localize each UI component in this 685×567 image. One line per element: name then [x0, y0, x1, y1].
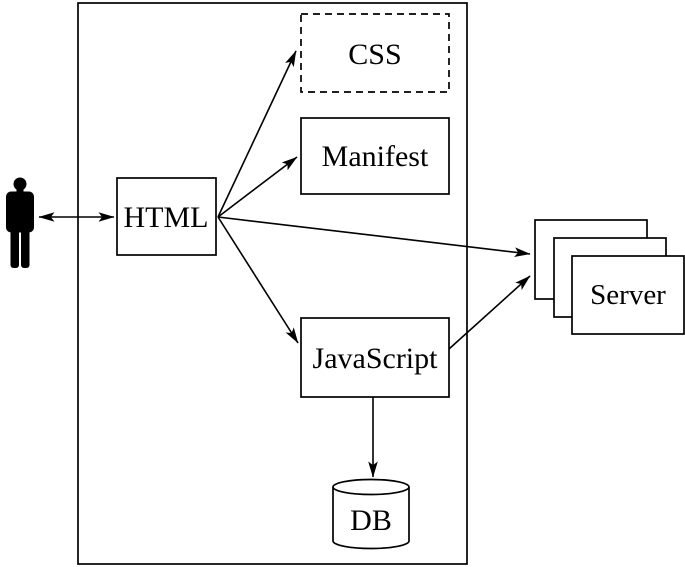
db-cylinder-body: [332, 487, 410, 550]
db-cylinder-top: [332, 478, 410, 496]
container-boundary: [77, 2, 468, 565]
db-label: DB: [350, 504, 392, 537]
manifest-box: [300, 117, 450, 195]
node-css: CSS: [300, 13, 450, 93]
node-html: HTML: [116, 177, 217, 256]
edge-html-manifest: [217, 156, 298, 218]
server-box-front: [571, 255, 685, 335]
node-server: Server: [534, 219, 685, 335]
edge-html-css: [217, 50, 297, 218]
css-box: [300, 13, 450, 93]
javascript-label: JavaScript: [313, 342, 439, 375]
server-label: Server: [590, 279, 666, 311]
html-box: [116, 177, 217, 256]
user-person-icon: [6, 177, 34, 268]
edge-html-javascript: [217, 216, 299, 344]
edge-html-server: [217, 216, 531, 257]
css-label: CSS: [348, 38, 401, 71]
javascript-box: [300, 317, 450, 398]
node-db: DB: [332, 478, 410, 550]
manifest-label: Manifest: [322, 140, 429, 173]
node-javascript: JavaScript: [300, 317, 450, 398]
node-manifest: Manifest: [300, 117, 450, 195]
html-label: HTML: [124, 201, 209, 234]
edge-javascript-server: [448, 275, 531, 350]
edges: [38, 50, 531, 478]
